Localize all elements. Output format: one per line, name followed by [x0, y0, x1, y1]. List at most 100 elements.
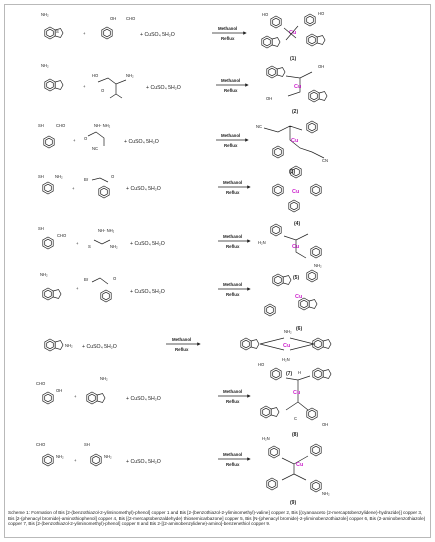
product-3-label: (3)	[289, 169, 295, 175]
product-1-label: (1)	[290, 56, 296, 62]
product-7-label: (7)	[286, 371, 292, 377]
r6-br-label: Br	[84, 277, 89, 282]
r9-cho-label: CHO	[36, 442, 46, 447]
r3-sh-label: SH	[38, 123, 44, 128]
r1-solvent: Methanol	[218, 26, 237, 31]
product-4-label: (4)	[294, 221, 300, 227]
r4-sh-label: SH	[38, 174, 44, 179]
p8-oh-label: OH	[322, 422, 328, 427]
r5-solvent: Methanol	[223, 234, 242, 239]
r2-nh2b-label: NH₂	[126, 73, 134, 78]
p3-cu-label: Cu	[291, 138, 298, 144]
r4-reagent: + CuSO₄ 5H₂O	[126, 186, 161, 192]
r5-s-label: S	[88, 244, 91, 249]
reaction-2: NH₂ + HO NH₂ O + CuSO₄ 5H₂O Methanol Ref…	[41, 63, 328, 115]
r2-solvent: Methanol	[221, 78, 240, 83]
product-5-label: (5)	[293, 275, 299, 281]
product-6-label: (6)	[296, 326, 302, 332]
r4-solvent: Methanol	[223, 180, 242, 185]
r2-plus: +	[83, 84, 86, 89]
reaction-3: SH CHO + NH- NH₂ O NC + CuSO₄ 5H₂O Metha…	[38, 120, 328, 175]
p5-cu-label: Cu	[292, 244, 299, 250]
r4-mode: Reflux	[226, 190, 240, 195]
p8-h-label: H	[298, 370, 301, 375]
p7-nh2-label: NH₂	[284, 329, 292, 334]
r4-plus: +	[72, 186, 75, 191]
r1-nh2-label: NH₂	[41, 12, 49, 17]
p8-cu-label: Cu	[293, 390, 300, 396]
r5-mode: Reflux	[226, 244, 240, 249]
r9-solvent: Methanol	[223, 452, 242, 457]
p9-cu-label: Cu	[296, 462, 303, 468]
r8-oh-label: OH	[56, 388, 62, 393]
r3-o-label: O	[84, 136, 88, 141]
r5-reagent: + CuSO₄ 5H₂O	[130, 241, 165, 247]
p1-ho2-label: HO	[318, 11, 325, 16]
caption-label: Scheme 1:	[8, 510, 30, 515]
reaction-5: SH CHO + NH- NH₂ S NH₂ + CuSO₄ 5H₂O Meth…	[38, 223, 322, 281]
r7-reagent: + CuSO₄ 5H₂O	[82, 344, 117, 350]
r8-nh2-label: NH₂	[100, 376, 108, 381]
r1-cho-label: CHO	[126, 16, 136, 21]
p3-nc-label: NC	[256, 124, 262, 129]
r4-nh2-label: NH₂	[55, 174, 63, 179]
r8-cho-label: CHO	[36, 381, 46, 386]
reaction-8: CHO OH + NH₂ + CuSO₄ 5H₂O Methanol Reflu…	[36, 362, 332, 438]
r9-reagent: + CuSO₄ 5H₂O	[126, 459, 161, 465]
r2-nh2-label: NH₂	[41, 63, 49, 68]
r8-reagent: + CuSO₄ 5H₂O	[126, 396, 161, 402]
p7-cu-label: Cu	[283, 343, 290, 349]
p1-cu-label: Cu	[289, 30, 296, 36]
r1-s-label: S	[56, 29, 59, 34]
figure-frame	[4, 4, 431, 538]
r3-plus: +	[73, 138, 76, 143]
p4-cu-label: Cu	[292, 189, 299, 195]
reaction-9: CHO NH₂ + SH NH₂ + CuSO₄ 5H₂O Methanol R…	[36, 436, 330, 506]
reaction-4: SH NH₂ + Br O + CuSO₄ 5H₂O Methanol Refl…	[38, 165, 322, 227]
reaction-7: NH₂ + CuSO₄ 5H₂O Methanol Reflux NH₂ H₂N…	[44, 329, 332, 377]
product-2-label: (2)	[292, 109, 298, 115]
p9-h2n-label: H₂N	[262, 436, 270, 441]
r6-reagent: + CuSO₄ 5H₂O	[130, 289, 165, 295]
reaction-1: NH₂ S + OH CHO + CuSO₄ 5H₂O Methanol Ref…	[41, 11, 326, 62]
p2-cu-label: Cu	[294, 84, 301, 90]
p2-oh-label: OH	[318, 64, 324, 69]
reaction-6: NH₂ + Br O + CuSO₄ 5H₂O Methanol Reflux …	[40, 269, 318, 332]
r3-nhnh2-label: NH- NH₂	[94, 123, 111, 128]
r6-mode: Reflux	[226, 292, 240, 297]
r4-o-label: O	[111, 174, 115, 179]
r6-solvent: Methanol	[223, 282, 242, 287]
r9-mode: Reflux	[226, 462, 240, 467]
r7-mode: Reflux	[175, 347, 189, 352]
r9-sh-label: SH	[84, 442, 90, 447]
r5-nh2-label: NH₂	[110, 244, 118, 249]
r3-reagent: + CuSO₄ 5H₂O	[124, 139, 159, 145]
r6-nh2-label: NH₂	[40, 272, 48, 277]
r6-o-label: O	[113, 276, 117, 281]
r7-solvent: Methanol	[172, 337, 191, 342]
r3-solvent: Methanol	[221, 133, 240, 138]
r5-plus: +	[76, 241, 79, 246]
p2-oh2-label: OH	[266, 96, 272, 101]
r2-ho-label: HO	[92, 73, 99, 78]
r7-nh2-label: NH₂	[65, 343, 73, 348]
r4-br-label: Br	[84, 177, 89, 182]
p5-nh2-label: NH₂	[314, 263, 322, 268]
p3-cn-label: CN	[322, 158, 328, 163]
r2-reagent: + CuSO₄ 5H₂O	[146, 85, 181, 91]
r8-plus: +	[74, 394, 77, 399]
r8-solvent: Methanol	[223, 389, 242, 394]
r2-o-label: O	[101, 88, 105, 93]
p1-ho-label: HO	[262, 12, 269, 17]
p9-nh2-label: NH₂	[322, 491, 330, 496]
r9-nh2b-label: NH₂	[104, 454, 112, 459]
r5-sh-label: SH	[38, 226, 44, 231]
r1-mode: Reflux	[221, 36, 235, 41]
r3-nc-label: NC	[92, 146, 98, 151]
p8-c-label: C	[294, 416, 297, 421]
r9-plus: +	[74, 458, 77, 463]
p5-h2n-label: H₂N	[258, 240, 266, 245]
caption-text: Formation of Bis [2-(benzothiazol-2-ylim…	[8, 510, 426, 527]
